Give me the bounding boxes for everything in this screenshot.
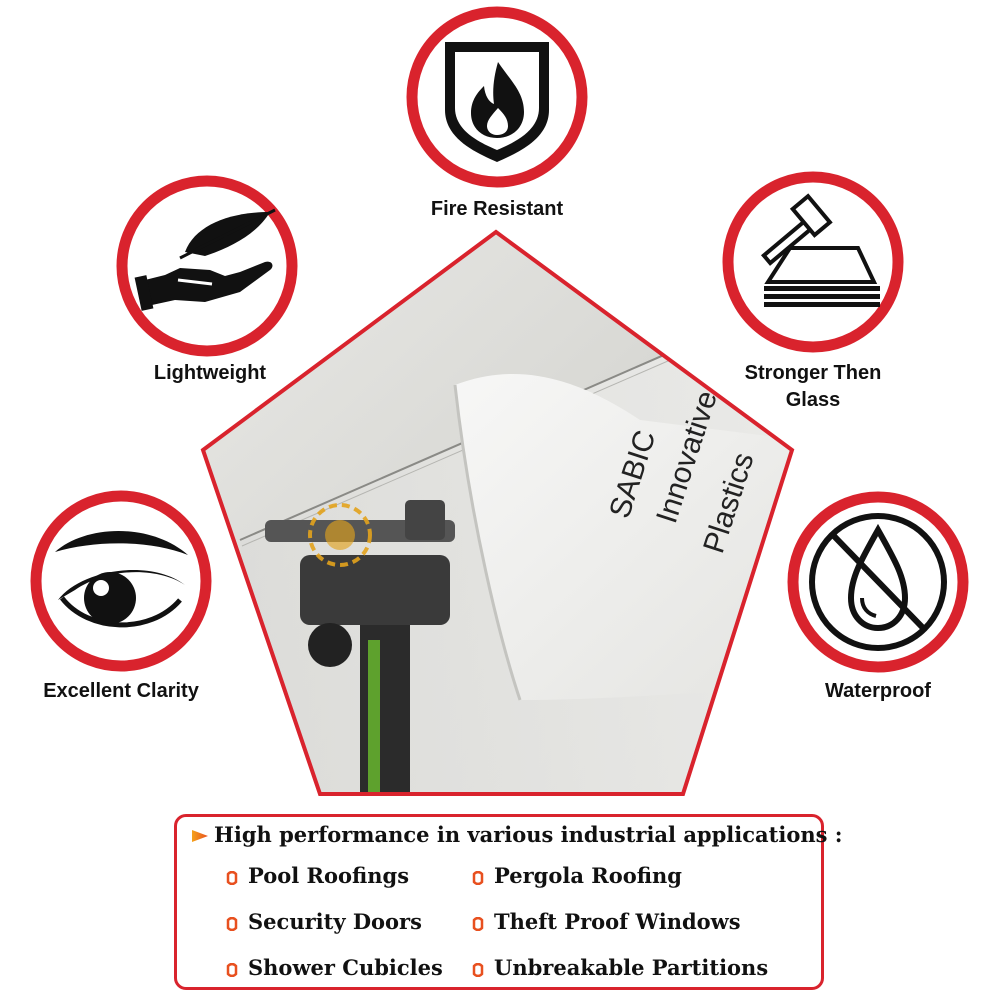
feather-on-hand-icon <box>134 208 276 311</box>
bullet-icon <box>472 871 484 885</box>
watermark-logo <box>308 503 372 567</box>
application-item: Pool Roofings <box>248 863 410 888</box>
hammer-on-sheets-icon <box>760 193 880 307</box>
stronger-badge <box>722 171 904 353</box>
no-water-drop-icon <box>809 513 947 651</box>
shield-flame-icon <box>445 42 549 162</box>
waterproof-badge <box>787 491 969 673</box>
fire-resistant-label: Fire Resistant <box>430 198 564 220</box>
application-item: Pergola Roofing <box>494 863 682 888</box>
title-bullet-icon <box>192 830 208 842</box>
applications-panel <box>174 814 824 990</box>
clarity-badge <box>30 490 212 672</box>
applications-title: High performance in various industrial a… <box>214 822 843 847</box>
application-item: Theft Proof Windows <box>494 909 741 934</box>
stronger-label-line2: Glass <box>785 389 841 411</box>
bullet-icon <box>226 963 238 977</box>
bullet-icon <box>226 917 238 931</box>
waterproof-label: Waterproof <box>825 680 931 702</box>
lightweight-badge <box>116 175 298 357</box>
application-item: Unbreakable Partitions <box>494 955 769 980</box>
bullet-icon <box>472 917 484 931</box>
lightweight-label: Lightweight <box>153 362 267 384</box>
pentagon-frame <box>200 229 795 796</box>
bullet-icon <box>472 963 484 977</box>
eye-icon <box>55 531 188 628</box>
bullet-icon <box>226 871 238 885</box>
stronger-label-line1: Stronger Then <box>744 362 882 384</box>
caliper-tool <box>265 500 455 794</box>
fire-resistant-badge <box>406 6 588 188</box>
application-item: Security Doors <box>248 909 422 934</box>
application-item: Shower Cubicles <box>248 955 443 980</box>
clarity-label: Excellent Clarity <box>43 680 199 702</box>
